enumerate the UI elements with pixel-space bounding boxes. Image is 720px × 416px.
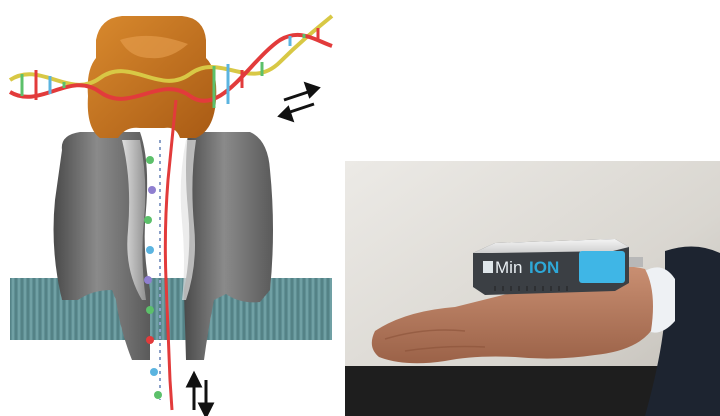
- device-brand-suffix: ION: [529, 258, 559, 277]
- nanopore-illustration-svg: [0, 0, 340, 416]
- minion-device-photo-svg: Min ION: [345, 161, 720, 416]
- usb-connector: [629, 257, 643, 267]
- nanopore-illustration: [0, 0, 340, 416]
- double-arrow-vertical-icon: [188, 374, 212, 416]
- minion-device-photo: Min ION: [345, 161, 720, 416]
- minion-device: Min ION: [473, 239, 643, 295]
- device-brand-prefix: Min: [495, 258, 522, 277]
- double-arrow-horizontal-icon: [280, 84, 318, 120]
- lipid-membrane: [10, 278, 332, 340]
- brand-logo-mark: [483, 261, 493, 273]
- device-blue-panel: [579, 251, 625, 283]
- single-strand-dna: [144, 100, 176, 410]
